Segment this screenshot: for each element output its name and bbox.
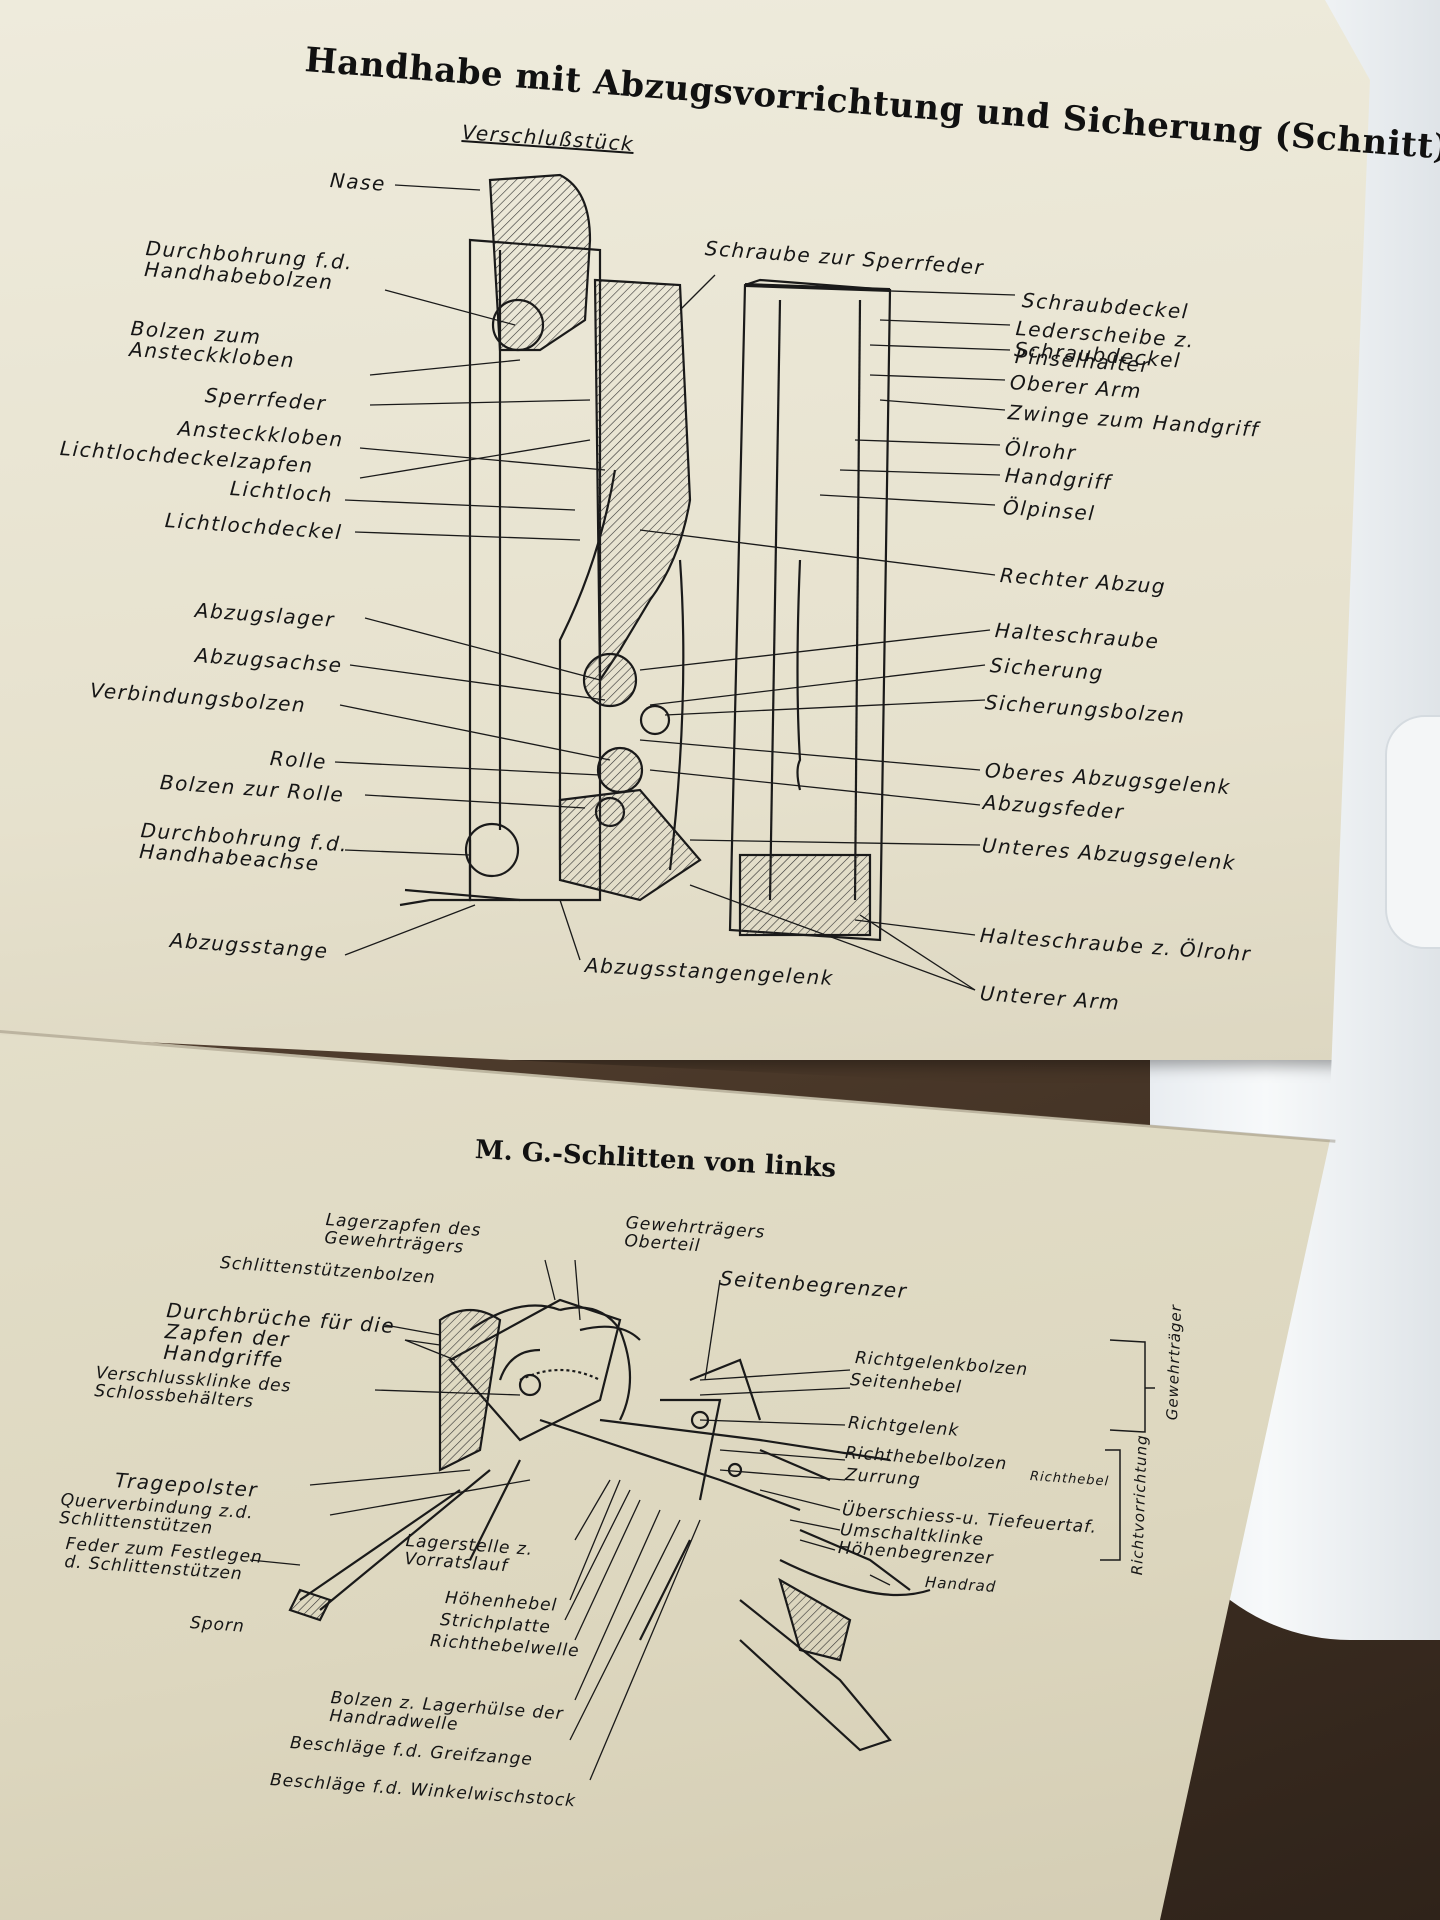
label-nase: Nase — [329, 168, 387, 196]
label-sporn: Sporn — [189, 1613, 246, 1637]
bottom-leader-lines — [249, 1259, 891, 1781]
label-rolle: Rolle — [269, 746, 328, 774]
paper-sheet-top — [0, 0, 1370, 1060]
label-oelrohr: Ölrohr — [1004, 436, 1078, 465]
sledge-mount-drawing — [288, 1298, 931, 1752]
top-leader-lines — [334, 184, 1016, 991]
white-object-notch — [1385, 715, 1440, 949]
paper-sheet-bottom — [0, 1030, 1330, 1920]
handle-section-drawing — [399, 173, 892, 942]
bracket-lines — [1100, 1339, 1155, 1561]
